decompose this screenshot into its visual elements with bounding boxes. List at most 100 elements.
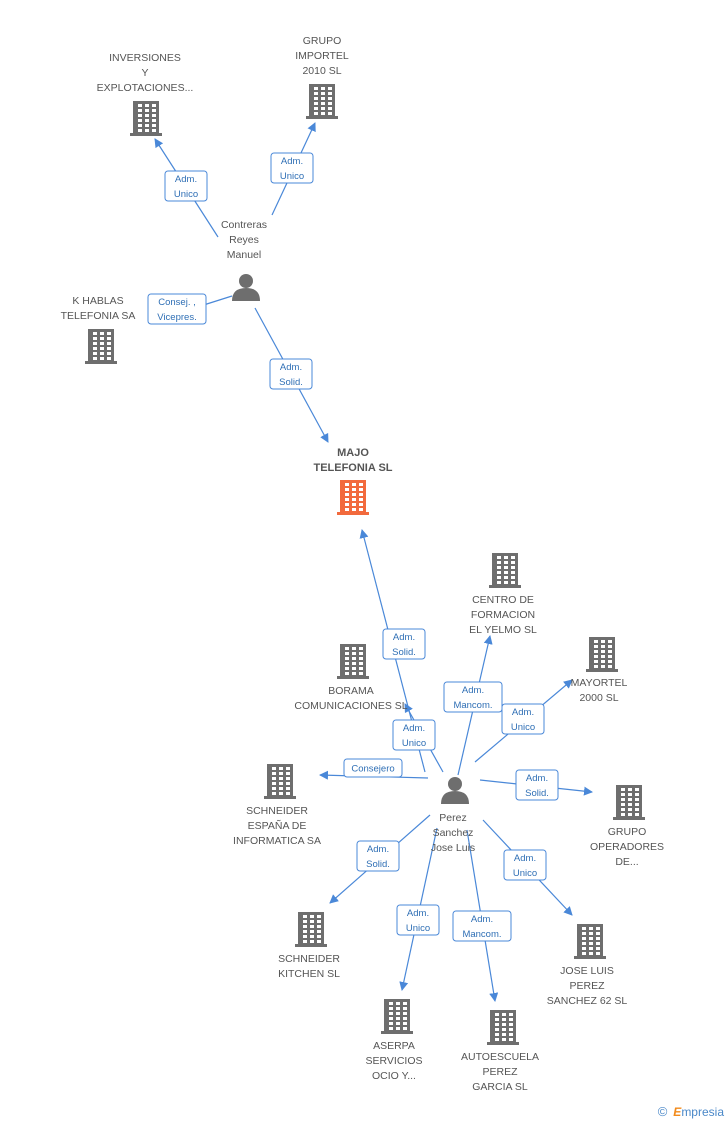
node-inversiones[interactable]: INVERSIONESYEXPLOTACIONES... [97, 52, 194, 136]
node-label: MAJO [337, 447, 369, 459]
node-label: GRUPO [608, 826, 647, 838]
node-label: 2010 SL [302, 65, 341, 77]
building-icon[interactable] [613, 785, 645, 820]
building-icon[interactable] [487, 1010, 519, 1045]
node-label: Sanchez [433, 827, 474, 839]
edge-label-text: Adm. [367, 844, 389, 855]
node-label: SCHNEIDER [246, 805, 308, 817]
node-label: SERVICIOS [366, 1055, 423, 1067]
node-operadores[interactable]: GRUPOOPERADORESDE... [590, 785, 664, 868]
building-icon[interactable] [337, 644, 369, 679]
node-label: KITCHEN SL [278, 968, 340, 980]
node-label: PEREZ [482, 1066, 518, 1078]
building-icon[interactable] [489, 553, 521, 588]
edge-label-box [343, 758, 403, 778]
edge-label-box [396, 904, 440, 936]
node-label: Perez [439, 812, 466, 824]
edge-label-text: Mancom. [462, 929, 501, 940]
edge-label-box [356, 840, 400, 872]
edge-label-text: Consejero [351, 764, 394, 775]
edge-label-text: Unico [511, 722, 535, 733]
node-label: INVERSIONES [109, 52, 181, 64]
edge-label-text: Adm. [281, 156, 303, 167]
edge-label-box [147, 293, 207, 325]
edge-label-text: Adm. [280, 362, 302, 373]
node-label: TELEFONIA SL [313, 462, 392, 474]
brand-name: mpresia [681, 1105, 724, 1119]
edge-label-box [392, 719, 436, 751]
edge-label-box [269, 358, 313, 390]
node-label: DE... [615, 856, 638, 868]
node-label: Contreras [221, 219, 267, 231]
edge-label-text: Unico [406, 923, 430, 934]
node-asepa[interactable]: ASERPA SERVICIOS OCIO Y... [366, 999, 423, 1082]
person-icon[interactable] [232, 274, 260, 301]
edge-label-text: Unico [513, 868, 537, 879]
edge-label-perez-to-schneider_esp: Consejero [343, 758, 403, 778]
edge-label-text: Adm. [471, 914, 493, 925]
edge-label-perez-to-borama: Adm. Unico [392, 719, 436, 751]
edge-label-perez-to-mayortel: Adm.Unico [501, 703, 545, 735]
building-icon[interactable] [264, 764, 296, 799]
edge-label-text: Adm. [403, 723, 425, 734]
edge-label-box [452, 910, 512, 942]
edge-label-text: Unico [174, 189, 198, 200]
node-label: FORMACION [471, 609, 535, 621]
edge-label-text: Adm. [393, 632, 415, 643]
edge-label-text: Adm. [526, 773, 548, 784]
node-label: MAYORTEL [571, 677, 628, 689]
building-icon[interactable] [306, 84, 338, 119]
edge-label-perez-to-joseluis62: Adm. Unico [503, 849, 547, 881]
building-icon[interactable] [85, 329, 117, 364]
person-icon[interactable] [441, 777, 469, 804]
edge-label-perez-to-majo: Adm.Solid. [382, 628, 426, 660]
edge-label-text: Solid. [525, 788, 549, 799]
building-icon[interactable] [130, 101, 162, 136]
edge-label-box [164, 170, 208, 202]
edge-label-text: Solid. [279, 377, 303, 388]
node-label: Jose Luis [431, 842, 475, 854]
node-majo[interactable]: MAJO TELEFONIA SL [313, 447, 393, 515]
edge-label-contreras-to-inversiones: Adm. Unico [164, 170, 208, 202]
edge-label-text: Unico [280, 171, 304, 182]
node-label: GRUPO [303, 35, 342, 47]
node-label: OCIO Y... [372, 1070, 416, 1082]
edge-label-box [503, 849, 547, 881]
edge-label-text: Adm. [175, 174, 197, 185]
edge-label-box [501, 703, 545, 735]
node-mayortel[interactable]: MAYORTEL 2000 SL [571, 637, 628, 704]
node-label: 2000 SL [579, 692, 618, 704]
brand-initial: E [673, 1105, 682, 1119]
node-label: ASERPA [373, 1040, 415, 1052]
edge-label-text: Adm. [514, 853, 536, 864]
footer-brand: ©Empresia [658, 1104, 724, 1119]
building-icon[interactable] [381, 999, 413, 1034]
building-icon[interactable] [295, 912, 327, 947]
building-icon[interactable] [574, 924, 606, 959]
node-label: K HABLAS [72, 295, 123, 307]
node-label: SCHNEIDER [278, 953, 340, 965]
building-icon[interactable] [586, 637, 618, 672]
focus-company-building-icon[interactable] [337, 480, 369, 515]
node-label: Manuel [227, 249, 261, 261]
edge-label-contreras-to-majo: Adm. Solid. [269, 358, 313, 390]
node-label: EXPLOTACIONES... [97, 82, 194, 94]
edge-label-text: Adm. [407, 908, 429, 919]
node-schneider_kit[interactable]: SCHNEIDER KITCHEN SL [278, 912, 340, 980]
edge-label-text: Unico [402, 738, 426, 749]
edge-label-box [443, 681, 503, 713]
node-label: Reyes [229, 234, 259, 246]
edge-label-text: Adm. [462, 685, 484, 696]
edge-label-perez-to-operadores: Adm. Solid. [515, 769, 559, 801]
